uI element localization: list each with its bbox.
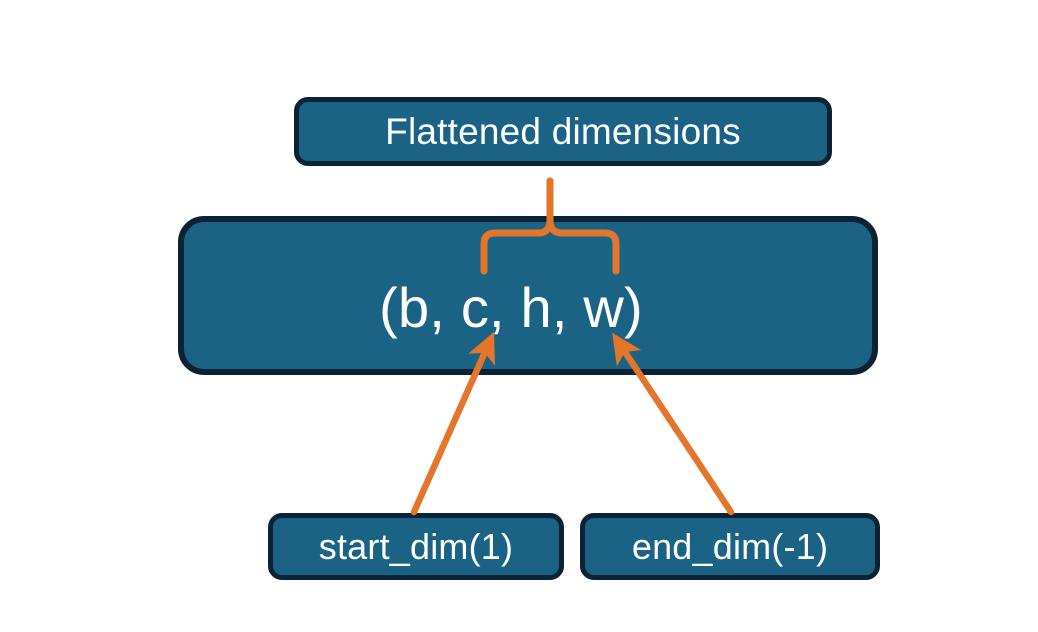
end-dim-box: end_dim(-1) <box>580 513 880 580</box>
start-dim-box: start_dim(1) <box>268 513 564 580</box>
flattened-dimensions-label: Flattened dimensions <box>385 110 741 152</box>
end-dim-label: end_dim(-1) <box>631 525 829 567</box>
flattened-dimensions-box: Flattened dimensions <box>294 97 832 166</box>
tensor-shape-label: (b, c, h, w) <box>379 276 643 339</box>
tensor-shape-box: (b, c, h, w) <box>178 216 878 375</box>
start-dim-label: start_dim(1) <box>318 525 514 567</box>
